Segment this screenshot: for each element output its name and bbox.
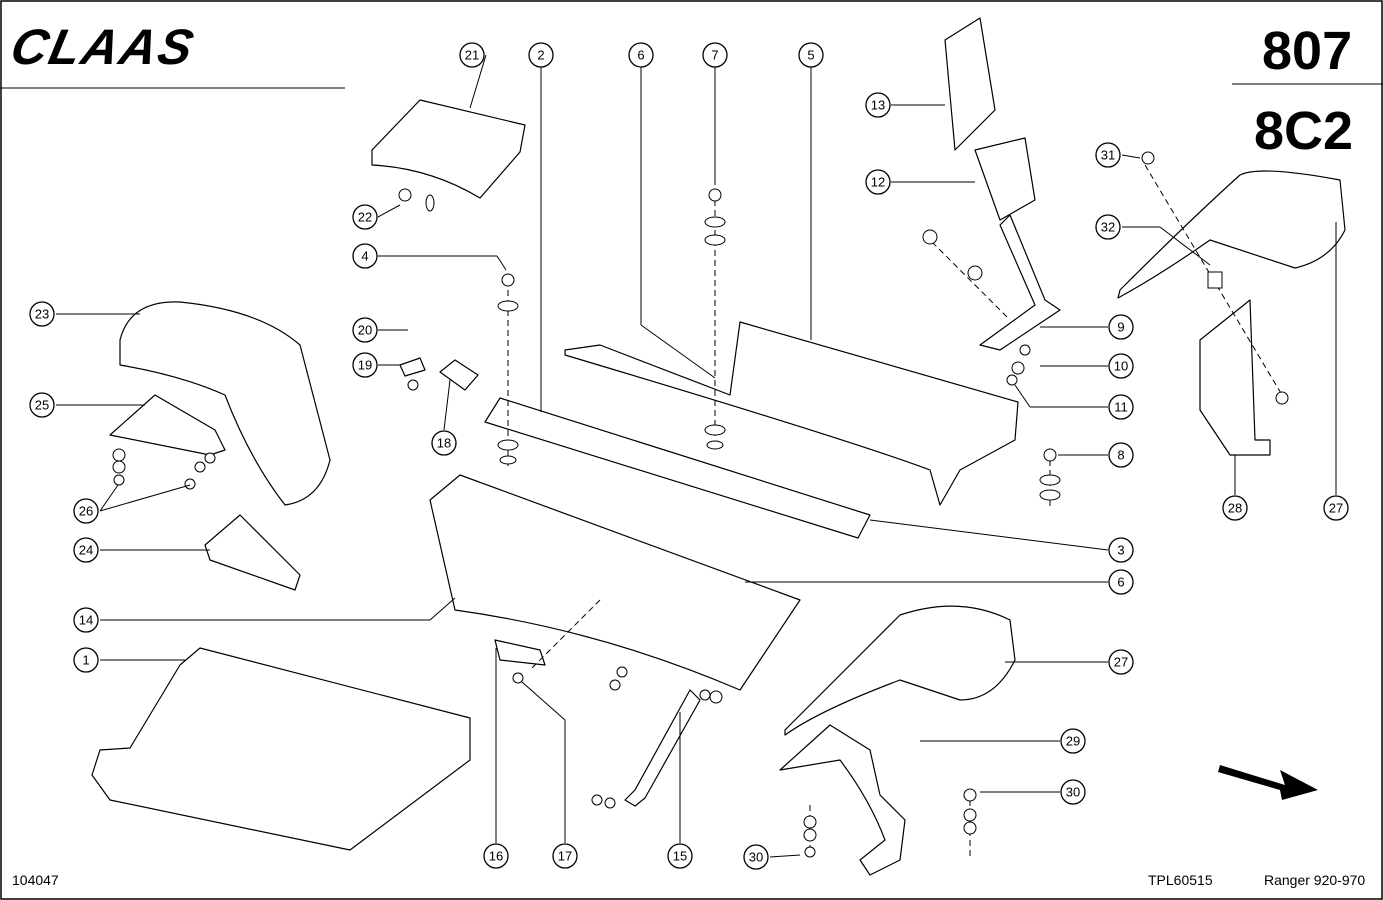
part-27-fender-upper: [1117, 170, 1346, 299]
callout-label: 29: [1066, 734, 1080, 749]
callout-label: 32: [1101, 220, 1115, 235]
callout-label: 30: [1066, 785, 1080, 800]
callout-7: 7: [702, 42, 728, 68]
callout-label: 4: [361, 249, 368, 264]
callout-label: 1: [82, 653, 89, 668]
part-5-channel: [564, 321, 1019, 506]
callout-29: 29: [1060, 728, 1086, 754]
callout-30: 30: [1060, 779, 1086, 805]
callout-label: 31: [1101, 148, 1115, 163]
callout-label: 24: [79, 543, 93, 558]
callout-26: 26: [73, 498, 99, 524]
callout-2: 2: [528, 42, 554, 68]
callout-label: 6: [1117, 575, 1124, 590]
callout-12: 12: [865, 169, 891, 195]
callout-21: 21: [459, 42, 485, 68]
part-12-lamp: [974, 137, 1036, 221]
footer-drawing-number: 104047: [12, 872, 59, 888]
callout-label: 7: [711, 48, 718, 63]
callout-14: 14: [73, 607, 99, 633]
part-14-side-panel: [429, 474, 801, 691]
callout-label: 2: [537, 48, 544, 63]
callout-4: 4: [352, 243, 378, 269]
callout-30: 30: [743, 844, 769, 870]
part-29-bracket: [779, 724, 906, 876]
callout-31: 31: [1095, 142, 1121, 168]
footer-model-range: Ranger 920-970: [1264, 872, 1366, 888]
callout-label: 28: [1228, 501, 1242, 516]
callout-9: 9: [1108, 314, 1134, 340]
footer-plate-number: TPL60515: [1148, 872, 1213, 888]
callout-17: 17: [552, 843, 578, 869]
callout-15: 15: [667, 843, 693, 869]
callout-23: 23: [29, 301, 55, 327]
callout-label: 23: [35, 307, 49, 322]
callout-20: 20: [352, 317, 378, 343]
part-1-base-frame: [91, 647, 471, 851]
callout-label: 13: [871, 98, 885, 113]
callout-label: 19: [358, 358, 372, 373]
callout-label: 12: [871, 175, 885, 190]
part-21-cover: [371, 99, 526, 199]
callout-label: 6: [637, 48, 644, 63]
part-28-bracket: [1199, 299, 1271, 456]
callout-24: 24: [73, 537, 99, 563]
callout-label: 22: [358, 210, 372, 225]
callout-label: 27: [1114, 655, 1128, 670]
callout-label: 17: [558, 849, 572, 864]
callout-27: 27: [1323, 495, 1349, 521]
callout-11: 11: [1108, 394, 1134, 420]
page-code-bottom: 8C2: [1254, 101, 1354, 161]
callout-label: 25: [35, 398, 49, 413]
callout-3: 3: [1108, 537, 1134, 563]
callout-25: 25: [29, 392, 55, 418]
callout-label: 8: [1117, 448, 1124, 463]
callout-label: 20: [358, 323, 372, 338]
callout-label: 15: [673, 849, 687, 864]
callout-label: 21: [465, 48, 479, 63]
callout-label: 3: [1117, 543, 1124, 558]
part-13-mirror: [944, 17, 996, 151]
callout-label: 30: [749, 850, 763, 865]
callout-label: 9: [1117, 320, 1124, 335]
callout-label: 14: [79, 613, 93, 628]
callout-label: 16: [489, 849, 503, 864]
part-16-clip: [494, 639, 546, 666]
part-18-latch: [439, 359, 479, 391]
callout-8: 8: [1108, 442, 1134, 468]
part-24-strap: [204, 514, 301, 591]
part-19-latch: [399, 357, 426, 377]
page-code-top: 807: [1262, 21, 1353, 81]
callout-22: 22: [352, 204, 378, 230]
callout-label: 5: [807, 48, 814, 63]
direction-arrow: [1218, 765, 1318, 800]
callout-label: 11: [1114, 400, 1128, 415]
part-2-plate: [484, 397, 871, 539]
part-25-strap: [109, 394, 226, 456]
callout-13: 13: [865, 92, 891, 118]
part-9-bracket: [979, 214, 1061, 351]
callout-10: 10: [1108, 353, 1134, 379]
callout-32: 32: [1095, 214, 1121, 240]
callout-28: 28: [1222, 495, 1248, 521]
callout-label: 26: [79, 504, 93, 519]
part-15-gas-strut: [624, 689, 701, 807]
callout-6: 6: [628, 42, 654, 68]
callout-19: 19: [352, 352, 378, 378]
part-23-fender: [119, 301, 331, 506]
callout-label: 27: [1329, 501, 1343, 516]
callout-27: 27: [1108, 649, 1134, 675]
part-27-fender-lower: [784, 605, 1016, 736]
callout-5: 5: [798, 42, 824, 68]
callout-6: 6: [1108, 569, 1134, 595]
callout-label: 10: [1114, 359, 1128, 374]
callout-1: 1: [73, 647, 99, 673]
callout-18: 18: [431, 430, 457, 456]
callout-label: 18: [437, 436, 451, 451]
callout-16: 16: [483, 843, 509, 869]
